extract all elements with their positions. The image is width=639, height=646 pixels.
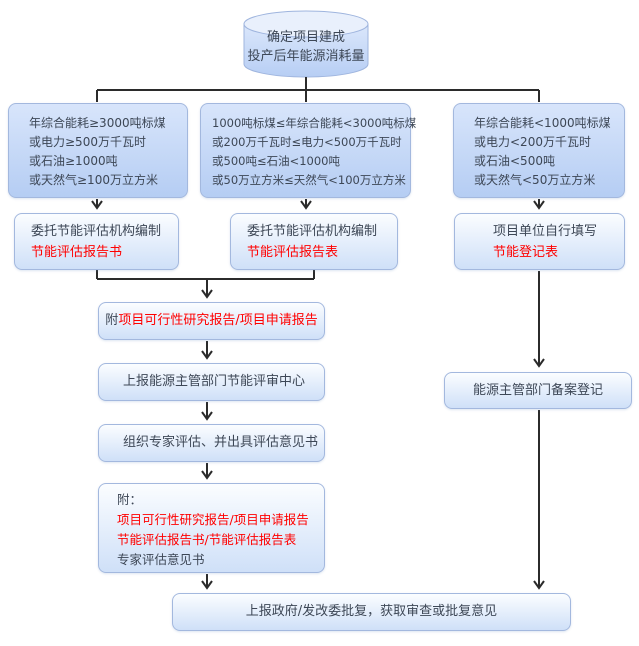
condition-right-line3: 或石油<500吨 bbox=[474, 154, 555, 168]
action-box-right: 项目单位自行填写 节能登记表 bbox=[454, 213, 625, 270]
action-right-line1: 项目单位自行填写 bbox=[493, 224, 598, 239]
attachments-assessment: 节能评估报告书/节能评估报告表 bbox=[117, 532, 297, 547]
attach-feasibility-box: 附项目可行性研究报告/项目申请报告 bbox=[98, 302, 325, 340]
attachments-expert-opinion: 专家评估意见书 bbox=[117, 552, 205, 567]
condition-right-line1: 年综合能耗<1000吨标煤 bbox=[474, 116, 611, 130]
attachments-box: 附： 项目可行性研究报告/项目申请报告 节能评估报告书/节能评估报告表 专家评估… bbox=[98, 483, 325, 573]
condition-right-line2: 或电力<200万千瓦时 bbox=[474, 135, 591, 149]
attachments-title: 附： bbox=[117, 492, 143, 507]
condition-left-line3: 或石油≥1000吨 bbox=[29, 154, 118, 168]
start-cylinder-shape bbox=[243, 10, 369, 78]
condition-middle-line1: 1000吨标煤≤年综合能耗<3000吨标煤 bbox=[212, 116, 417, 130]
filing-registration-box: 能源主管部门备案登记 bbox=[444, 372, 632, 409]
filing-registration-label: 能源主管部门备案登记 bbox=[472, 383, 603, 398]
submit-review-center-label: 上报能源主管部门节能评审中心 bbox=[123, 374, 306, 389]
condition-left-line4: 或天然气≥100万立方米 bbox=[29, 173, 158, 187]
start-node: 确定项目建成 投产后年能源消耗量 bbox=[243, 28, 369, 66]
condition-middle-line2: 或200万千瓦时≤电力<500万千瓦时 bbox=[212, 135, 402, 149]
start-node-line1: 确定项目建成 bbox=[266, 30, 345, 45]
expert-review-box: 组织专家评估、并出具评估意见书 bbox=[98, 424, 325, 462]
action-middle-report: 节能评估报告表 bbox=[247, 245, 339, 260]
action-left-report: 节能评估报告书 bbox=[31, 245, 123, 260]
action-middle-line1: 委托节能评估机构编制 bbox=[247, 224, 378, 239]
converge-lines bbox=[96, 270, 315, 299]
action-box-left: 委托节能评估机构编制 节能评估报告书 bbox=[14, 213, 179, 270]
action-box-middle: 委托节能评估机构编制 节能评估报告表 bbox=[230, 213, 398, 270]
condition-box-middle: 1000吨标煤≤年综合能耗<3000吨标煤 或200万千瓦时≤电力<500万千瓦… bbox=[200, 103, 417, 198]
attach1-reports: 项目可行性研究报告/项目申请报告 bbox=[118, 313, 318, 328]
final-approval-box: 上报政府/发改委批复，获取审查或批复意见 bbox=[172, 593, 571, 631]
final-approval-label: 上报政府/发改委批复，获取审查或批复意见 bbox=[245, 604, 498, 619]
condition-box-left: 年综合能耗≥3000吨标煤 或电力≥500万千瓦时 或石油≥1000吨 或天然气… bbox=[8, 103, 188, 198]
expert-review-label: 组织专家评估、并出具评估意见书 bbox=[123, 435, 319, 450]
condition-right-line4: 或天然气<50万立方米 bbox=[474, 173, 596, 187]
condition-left-line2: 或电力≥500万千瓦时 bbox=[29, 135, 146, 149]
start-node-line2: 投产后年能源消耗量 bbox=[247, 49, 365, 64]
action-left-line1: 委托节能评估机构编制 bbox=[31, 224, 162, 239]
condition-box-right: 年综合能耗<1000吨标煤 或电力<200万千瓦时 或石油<500吨 或天然气<… bbox=[453, 103, 625, 198]
condition-action-arrows bbox=[91, 199, 545, 210]
action-right-report: 节能登记表 bbox=[493, 245, 559, 260]
branch-rail-lines bbox=[96, 77, 540, 102]
condition-left-line1: 年综合能耗≥3000吨标煤 bbox=[29, 116, 166, 130]
attachments-feasibility: 项目可行性研究报告/项目申请报告 bbox=[117, 512, 309, 527]
attach1-prefix: 附 bbox=[105, 313, 119, 328]
condition-middle-line4: 或50万立方米≤天然气<100万立方米 bbox=[212, 173, 406, 187]
condition-middle-line3: 或500吨≤石油<1000吨 bbox=[212, 154, 340, 168]
submit-review-center-box: 上报能源主管部门节能评审中心 bbox=[98, 363, 325, 401]
